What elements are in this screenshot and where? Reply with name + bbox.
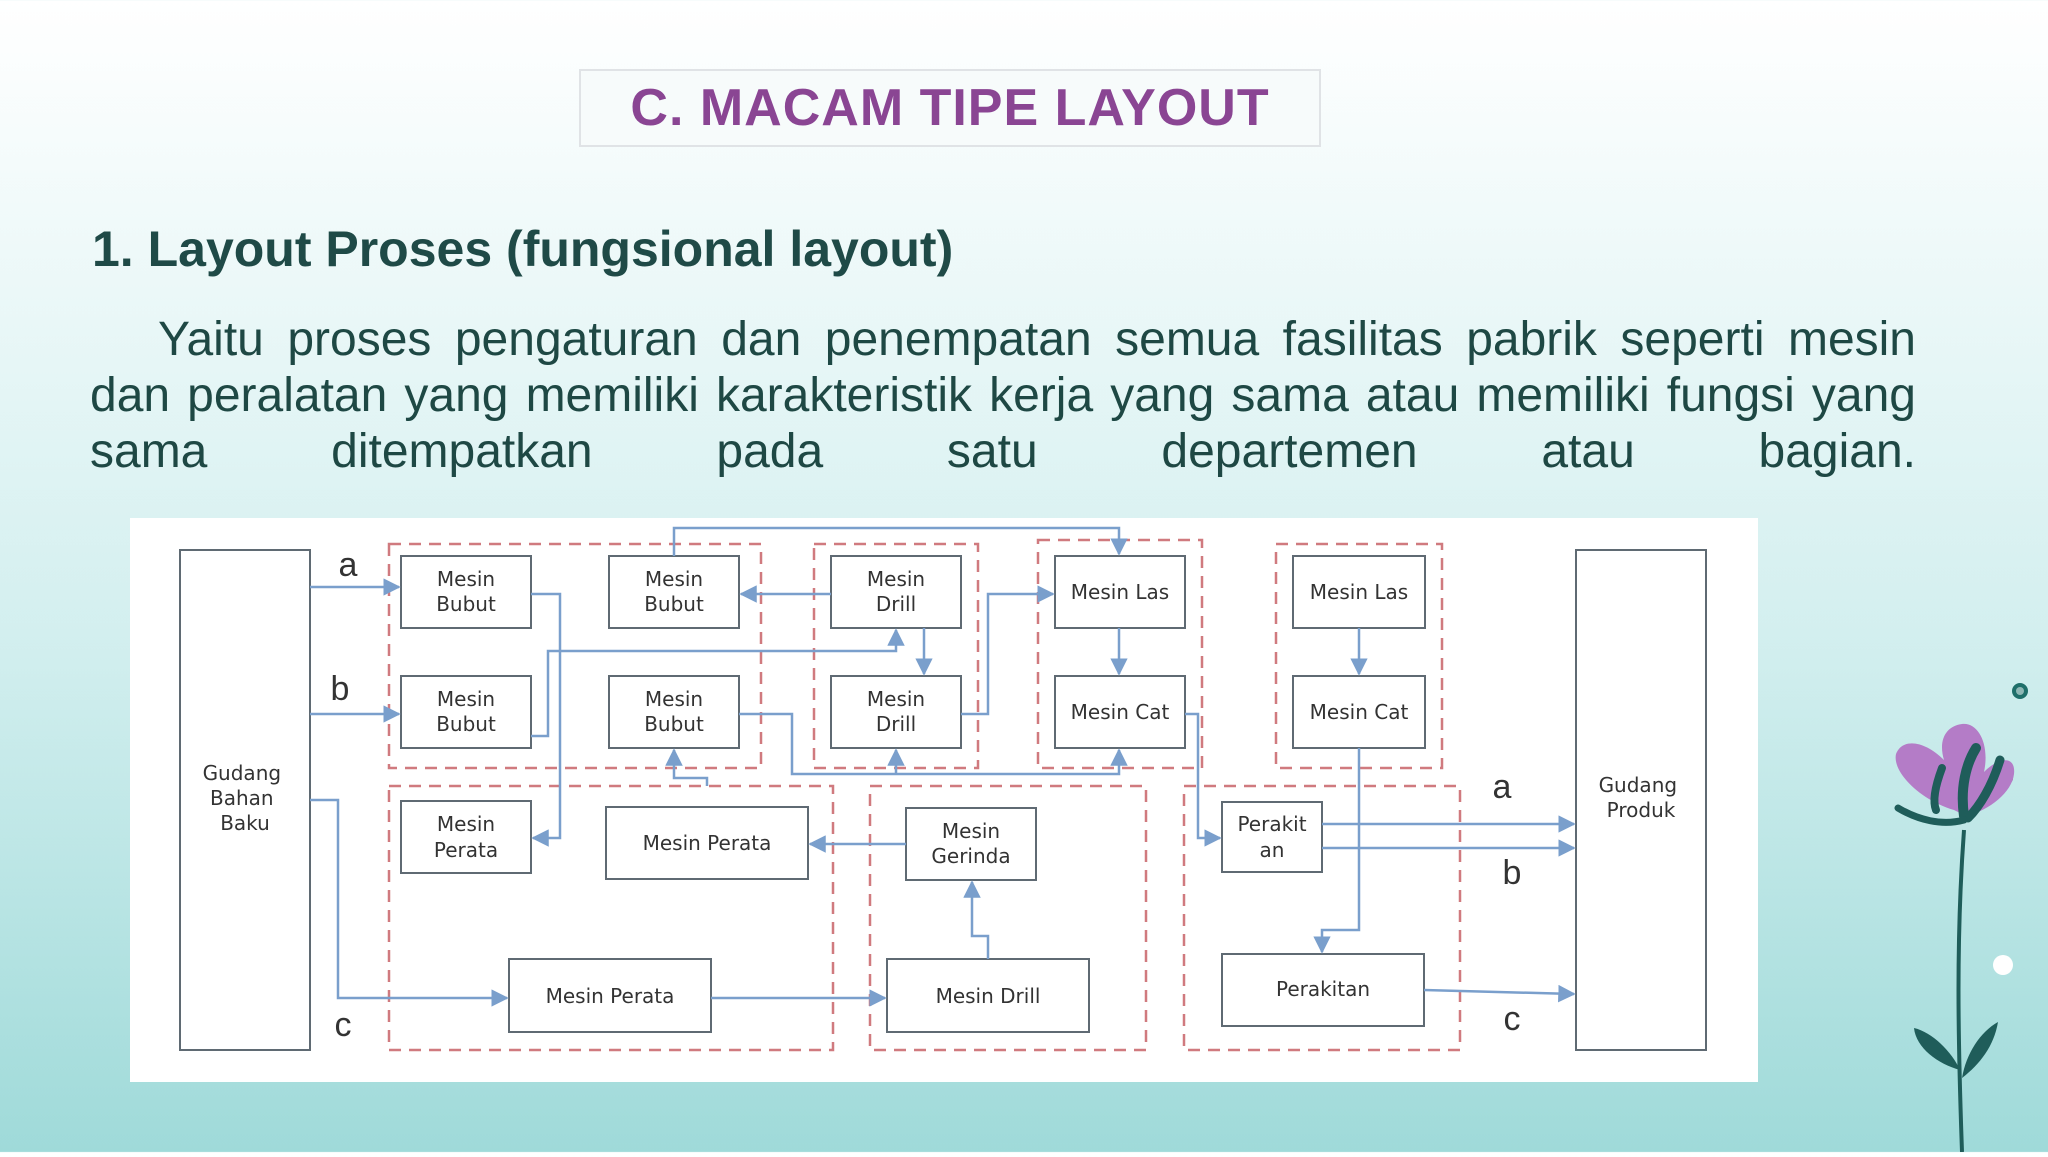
perata-3-box (508, 958, 712, 1033)
department-gerinda-drill (868, 784, 1148, 1052)
section-heading: 1. Layout Proses (fungsional layout) (92, 221, 954, 277)
diagram-canvas: Gudang Bahan Baku Gudang Produk a b c a … (179, 526, 1707, 1052)
gudang-produk-box (1575, 549, 1707, 1051)
flow-bubut-4-to-cat-1 (739, 712, 1128, 776)
route-label-a-right: a (1493, 768, 1512, 806)
cat-2-label: Mesin Cat (1310, 700, 1409, 724)
definition-paragraph: Yaitu proses pengaturan dan penempatan s… (90, 313, 1916, 478)
route-label-c-right: c (1504, 1000, 1521, 1038)
flow-cat-2-to-perakitan-2 (1313, 748, 1361, 954)
flow-to-bubut-4-below (665, 748, 709, 786)
process-layout-diagram: Gudang Bahan Baku Gudang Produk a b c a … (130, 518, 1758, 1082)
perakitan-1-box (1221, 801, 1323, 873)
slide-title: C. MACAM TIPE LAYOUT (630, 79, 1270, 137)
drill-3-label: Mesin Drill (936, 984, 1041, 1008)
bubut-4-box (608, 675, 740, 749)
las-1-label: Mesin Las (1071, 580, 1169, 604)
flow-drill-3-to-gerinda (963, 880, 990, 959)
flow-c-to-perata-3 (310, 798, 509, 1007)
route-label-a-left: a (339, 546, 358, 584)
title-box: C. MACAM TIPE LAYOUT (579, 69, 1321, 147)
flow-drill-2-to-las-1 (961, 585, 1055, 716)
flower-decoration (1880, 660, 2048, 1153)
bubut-3-box (400, 675, 532, 749)
perata-2-box (605, 806, 809, 880)
gudang-produk-label: Gudang Produk (1599, 773, 1684, 822)
flow-cat-1-to-perakitan-1 (1185, 712, 1222, 847)
perata-2-label: Mesin Perata (643, 831, 772, 855)
department-perakitan (1182, 784, 1462, 1052)
department-bubut (387, 542, 763, 770)
gerinda-box (905, 807, 1037, 881)
bubut-1-box (400, 555, 532, 629)
department-perata (387, 784, 835, 1052)
gudang-bahan-baku-label: Gudang Bahan Baku (203, 761, 288, 835)
flow-bubut-1-to-perata-1 (531, 592, 562, 847)
perata-1-box (400, 800, 532, 874)
drill-2-box (830, 675, 962, 749)
flower-icon (1894, 683, 2028, 1153)
route-label-b-left: b (331, 670, 350, 708)
route-label-c-left: c (335, 1006, 352, 1044)
perata-3-label: Mesin Perata (546, 984, 675, 1008)
department-las-cat-2 (1274, 542, 1444, 770)
cat-2-box (1292, 675, 1426, 749)
route-label-b-right: b (1503, 854, 1522, 892)
gudang-bahan-baku-box (179, 549, 311, 1051)
las-2-label: Mesin Las (1310, 580, 1408, 604)
cat-1-box (1054, 675, 1186, 749)
flow-bubut-2-to-las-1 (672, 526, 1128, 556)
flow-bubut-3-to-drill-1 (531, 628, 905, 738)
las-2-box (1292, 555, 1426, 629)
cat-1-label: Mesin Cat (1071, 700, 1170, 724)
perakitan-2-label: Perakitan (1276, 977, 1370, 1001)
drill-3-box (886, 958, 1090, 1033)
drill-1-box (830, 555, 962, 629)
flow-perakitan-2-to-gudang-c (1423, 984, 1576, 1003)
